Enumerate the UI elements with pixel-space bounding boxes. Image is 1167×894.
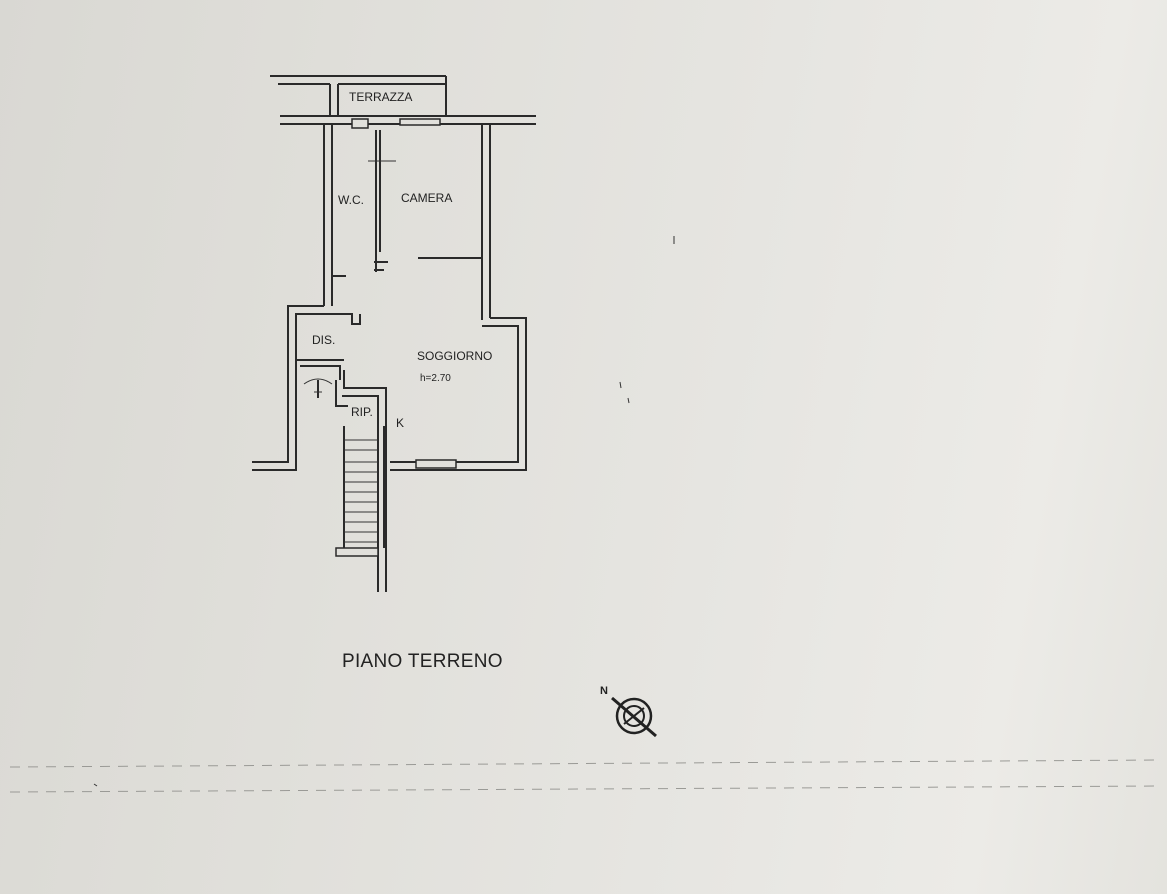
scan-dashed-line	[9, 759, 1161, 768]
label-ceiling-height: h=2.70	[420, 373, 451, 384]
label-rip: RIP.	[351, 405, 373, 419]
label-dis: DIS.	[312, 333, 335, 347]
outer-walls	[252, 124, 527, 471]
label-terrazza: TERRAZZA	[349, 90, 412, 104]
staircase	[335, 426, 387, 592]
top-openings	[351, 118, 441, 129]
label-kitchen: K	[396, 416, 404, 430]
north-compass-icon: N	[600, 685, 657, 738]
label-soggiorno: SOGGIORNO	[417, 349, 492, 363]
terrace	[270, 75, 536, 125]
compass-north-label: N	[600, 685, 608, 697]
plan-title: PIANO TERRENO	[342, 651, 503, 672]
label-camera: CAMERA	[401, 191, 452, 205]
boiler-icon	[303, 378, 333, 398]
scan-dashed-line-lower	[9, 785, 1161, 793]
interior-walls	[296, 130, 482, 469]
label-wc: W.C.	[338, 193, 364, 207]
scan-marks	[93, 236, 675, 787]
